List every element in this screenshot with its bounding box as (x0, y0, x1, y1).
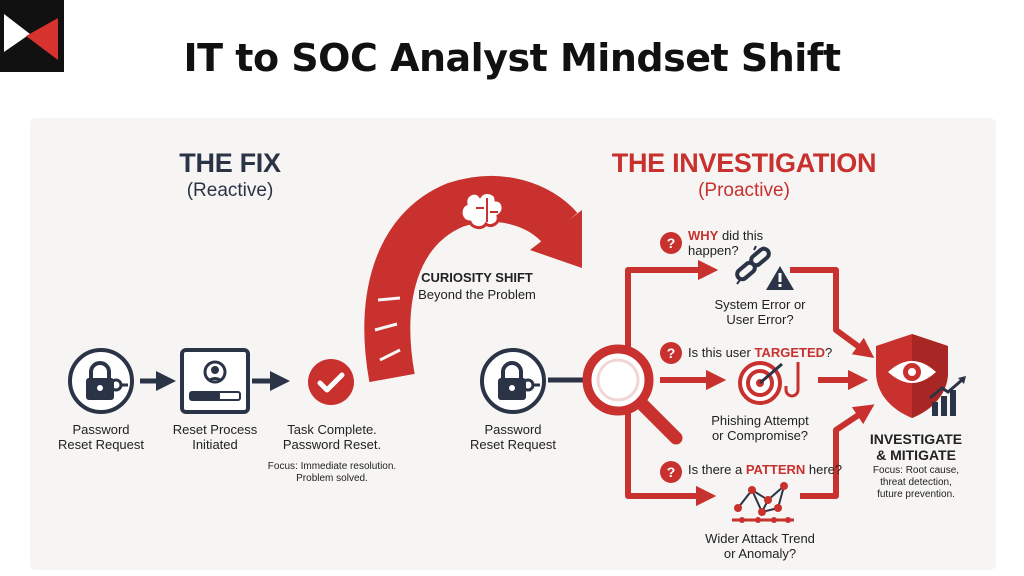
branch3-label: Wider Attack Trend or Anomaly? (690, 531, 830, 561)
investigation-heading: THE INVESTIGATION (611, 148, 877, 178)
curiosity-shift-title: CURIOSITY SHIFT (421, 270, 533, 285)
inv-start-line2: Reset Request (470, 437, 556, 452)
fix-subheading: (Reactive) (186, 180, 274, 201)
branch2-q-bold: TARGETED (754, 345, 826, 360)
top-to-result-line (790, 267, 875, 359)
fix-step1-line2: Reset Request (58, 437, 144, 452)
result-line1: INVESTIGATE (869, 431, 963, 447)
fix-step1-label: Password Reset Request (46, 422, 156, 452)
branch-top-line (625, 259, 719, 350)
checkmark-icon (306, 357, 356, 412)
fix-focus-line2: Problem solved. (296, 473, 368, 484)
branch1-q-rest2: happen? (688, 243, 739, 258)
branch2-line1: Phishing Attempt (711, 413, 809, 428)
branch3-q-post: here? (805, 462, 843, 477)
branch2-q-post: ? (825, 345, 833, 360)
branch2-line2: or Compromise? (711, 428, 809, 443)
branch3-q-pre: Is there a (688, 462, 746, 477)
fix-step3-line2: Password Reset. (282, 437, 382, 452)
fix-step2-line2: Initiated (192, 437, 238, 452)
branch-bottom-line (625, 410, 717, 507)
branch1-line1: System Error or (714, 297, 806, 312)
inv-start-line1: Password (484, 422, 542, 437)
branch3-question: Is there a PATTERN here? (688, 462, 842, 477)
branch1-line2: User Error? (726, 312, 794, 327)
curiosity-shift-arrow (364, 175, 582, 383)
brain-gears-icon (452, 176, 522, 251)
result-focus3: future prevention. (877, 489, 955, 500)
padlock-key-icon (66, 346, 136, 421)
fix-step3-line1: Task Complete. (287, 422, 377, 437)
branch1-label: System Error or User Error? (700, 297, 820, 327)
branch2-label: Phishing Attempt or Compromise? (700, 413, 820, 443)
inv-padlock-key-icon (478, 346, 548, 421)
branch2-q-pre: Is this user (688, 345, 755, 360)
branch1-q-rest1: did this (718, 228, 764, 243)
shield-eye-icon (872, 332, 968, 427)
target-phishing-hook-icon (738, 360, 812, 411)
investigation-subheading: (Proactive) (698, 180, 790, 201)
branch2-question: Is this user TARGETED? (688, 345, 832, 360)
fix-focus-line1: Focus: Immediate resolution. (267, 461, 397, 472)
brand-logo (0, 0, 64, 72)
question-mark-icon: ? (660, 461, 682, 483)
branch1-question: WHY did this happen? (688, 228, 763, 258)
result-title: INVESTIGATE & MITIGATE (856, 431, 976, 463)
result-focus2: threat detection, (880, 477, 952, 488)
fix-step2-line1: Reset Process (172, 422, 258, 437)
fix-step3-label: Task Complete. Password Reset. (270, 422, 394, 452)
magnifier-icon (578, 340, 688, 455)
broken-link-warning-icon (730, 244, 796, 297)
branch3-q-bold: PATTERN (745, 462, 806, 477)
fix-heading: THE FIX (179, 148, 281, 178)
fix-focus-note: Focus: Immediate resolution. Problem sol… (262, 461, 402, 485)
inv-start-label: Password Reset Request (458, 422, 568, 452)
bottom-to-result-line (800, 404, 875, 499)
network-nodes-icon (728, 478, 798, 529)
question-mark-icon: ? (660, 232, 682, 254)
question-mark-icon: ? (660, 342, 682, 364)
user-profile-progress-icon (180, 348, 250, 419)
fix-step1-line1: Password (72, 422, 130, 437)
fix-step2-label: Reset Process Initiated (160, 422, 270, 452)
curiosity-shift-subtitle: Beyond the Problem (418, 287, 536, 302)
page-title: IT to SOC Analyst Mindset Shift (183, 36, 841, 80)
branch1-q-bold: WHY (688, 228, 719, 243)
branch3-line1: Wider Attack Trend (705, 531, 815, 546)
result-focus1: Focus: Root cause, (872, 465, 960, 476)
branch3-line2: or Anomaly? (723, 546, 797, 561)
result-line2: & MITIGATE (876, 447, 956, 463)
result-focus-note: Focus: Root cause, threat detection, fut… (856, 465, 976, 501)
